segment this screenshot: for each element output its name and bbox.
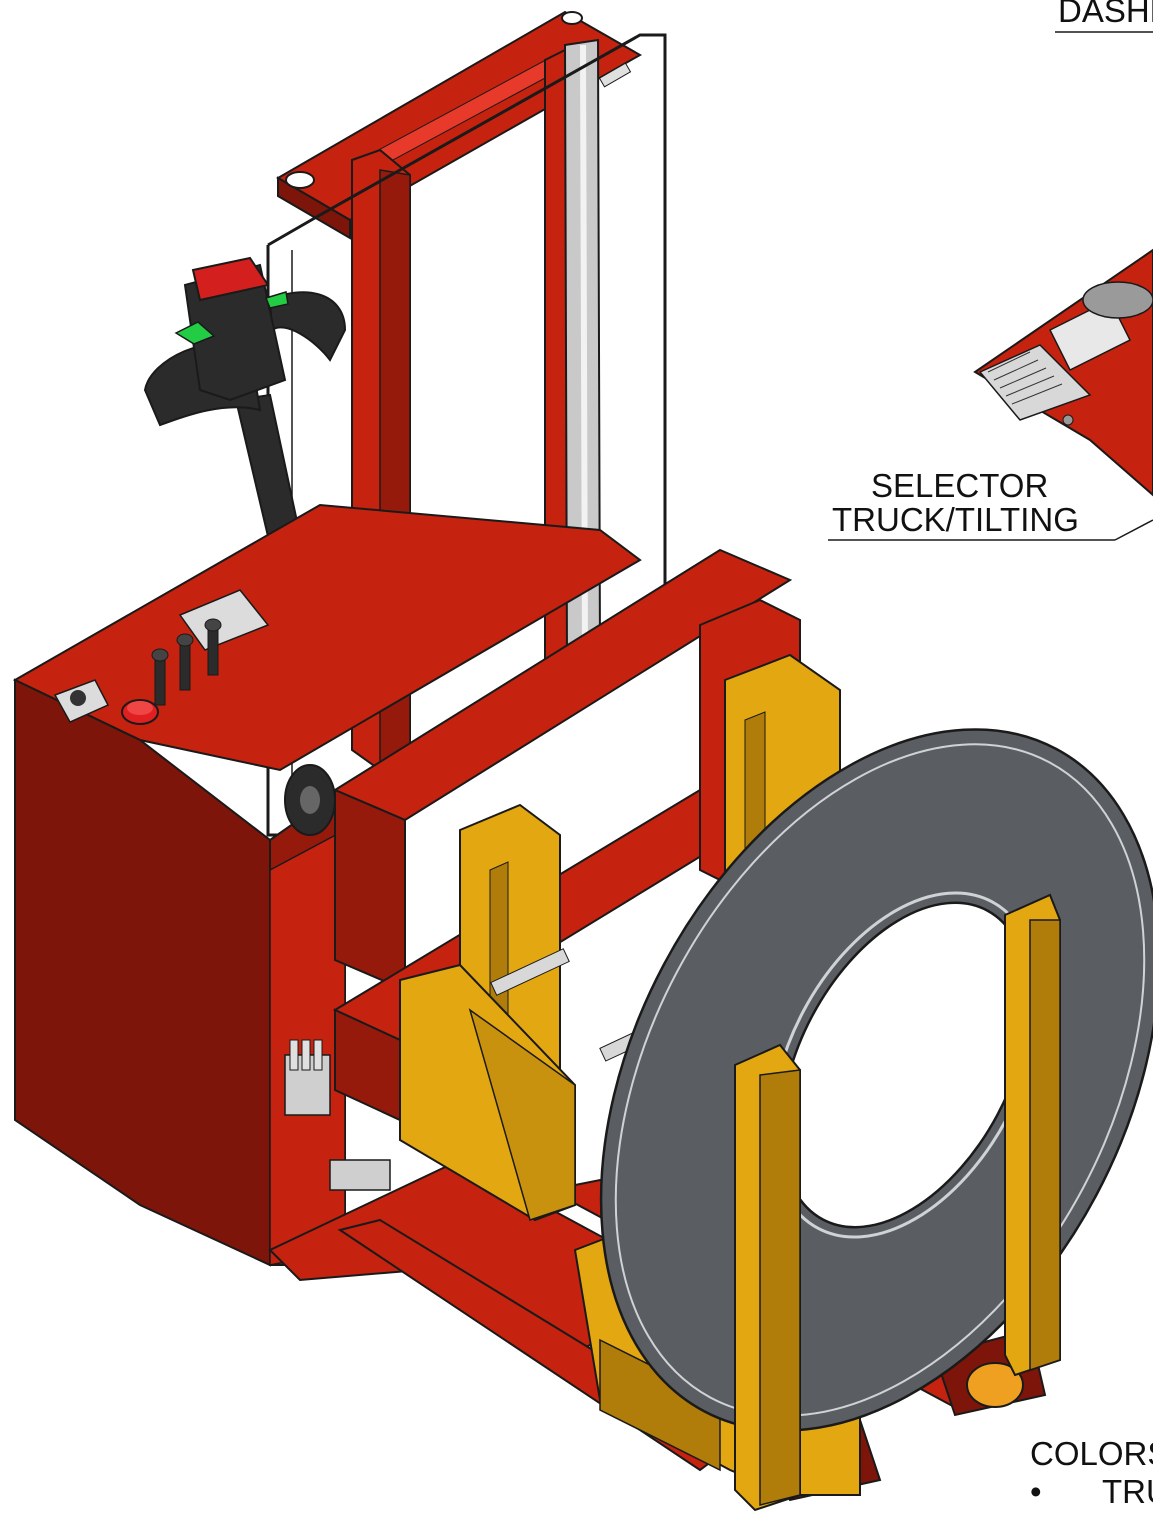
colors-note-item: TRU [1102, 1473, 1153, 1510]
dashboard-inset [973, 31, 1153, 497]
selector-callout-line2: TRUCK/TILTING [832, 501, 1079, 538]
dashboard-callout-label: DASHE [1058, 0, 1153, 29]
control-levers [151, 618, 222, 706]
attachment-forks [734, 893, 1061, 1512]
selector-callout: SELECTOR TRUCK/TILTING [828, 467, 1153, 541]
colors-note-bullet: • [1030, 1473, 1042, 1510]
selector-callout-line1: SELECTOR [871, 467, 1048, 504]
emergency-stop-icon [121, 699, 159, 725]
colors-note-heading: COLORS [1030, 1435, 1153, 1472]
